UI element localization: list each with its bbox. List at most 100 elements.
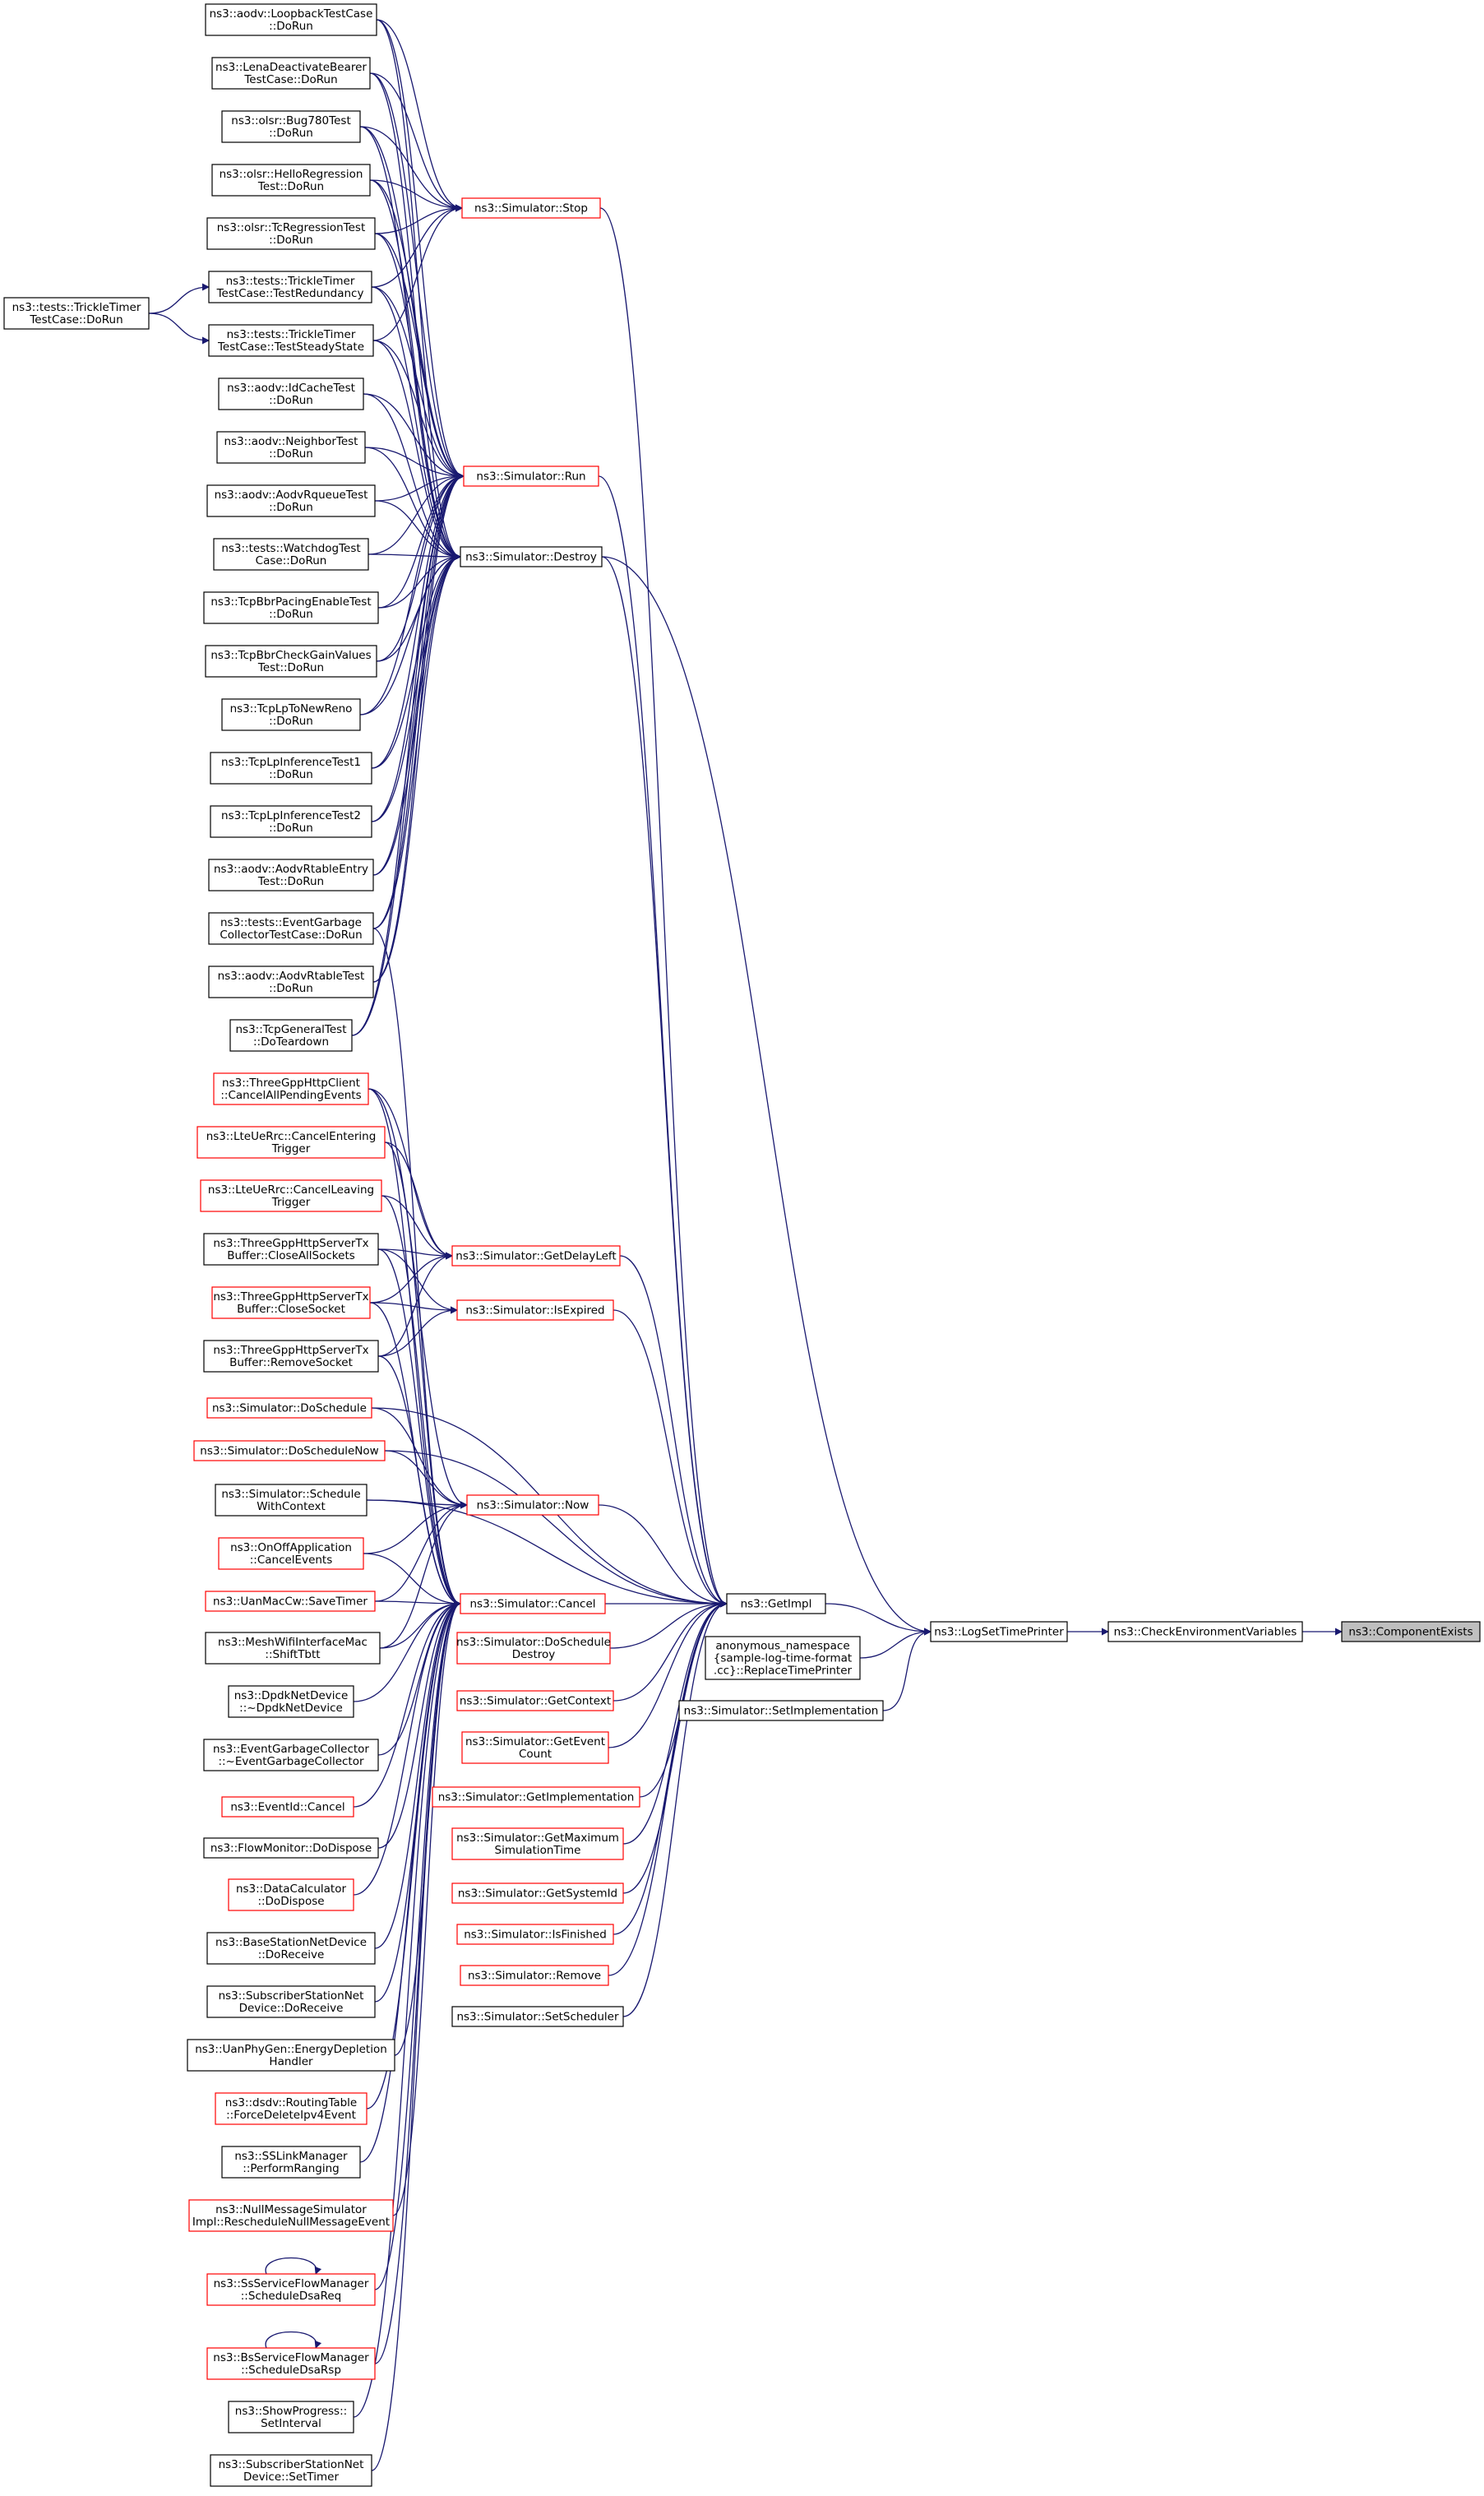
node-s_getcontext[interactable]: ns3::Simulator::GetContext	[456, 1690, 614, 1711]
node-label-line: ns3::NullMessageSimulator	[215, 2203, 367, 2216]
node-n20[interactable]: ns3::TcpGeneralTest::DoTeardown	[229, 1019, 353, 1052]
node-setimpl[interactable]: ns3::Simulator::SetImplementation	[678, 1700, 884, 1721]
edge-s_getdelayleft-to-getimpl	[619, 1255, 728, 1608]
node-s_isexpired[interactable]: ns3::Simulator::IsExpired	[456, 1299, 614, 1321]
node-label-line: Buffer::RemoveSocket	[229, 1356, 353, 1369]
edge-n20-to-s_destroy	[351, 553, 461, 1036]
node-n45[interactable]: ns3::BsServiceFlowManager::ScheduleDsaRs…	[206, 2347, 376, 2380]
edge-s_isexpired-to-getimpl	[613, 1309, 728, 1608]
node-label-line: ::DoTeardown	[253, 1035, 329, 1049]
edge-n31-to-s_now	[374, 1501, 468, 1602]
node-n1[interactable]: ns3::aodv::LoopbackTestCase::DoRun	[205, 3, 377, 36]
node-n30[interactable]: ns3::OnOffApplication::CancelEvents	[218, 1537, 364, 1570]
node-box	[211, 1286, 371, 1319]
node-n15[interactable]: ns3::TcpLpInferenceTest1::DoRun	[210, 752, 372, 785]
node-n7[interactable]: ns3::tests::TrickleTimerTestCase::TestSt…	[208, 324, 374, 357]
node-n38[interactable]: ns3::BaseStationNetDevice::DoReceive	[206, 1932, 376, 1965]
edge-n44-to-s_cancel	[374, 1600, 461, 2290]
node-s_setscheduler[interactable]: ns3::Simulator::SetScheduler	[451, 2006, 624, 2027]
node-n8[interactable]: ns3::aodv::IdCacheTest::DoRun	[218, 377, 364, 410]
node-label-line: ns3::aodv::AodvRqueueTest	[215, 489, 368, 502]
node-box	[208, 912, 374, 945]
node-n34[interactable]: ns3::EventGarbageCollector::~EventGarbag…	[203, 1739, 379, 1771]
node-checkenv[interactable]: ns3::CheckEnvironmentVariables	[1107, 1621, 1303, 1642]
edge-n28-to-getimpl	[384, 1450, 728, 1608]
node-s_getsystemid[interactable]: ns3::Simulator::GetSystemId	[451, 1882, 624, 1904]
node-label-line: ::ScheduleDsaReq	[241, 2290, 341, 2303]
edge-getimpl-to-logtime	[825, 1603, 932, 1636]
edge-s_stop-to-getimpl	[599, 207, 728, 1608]
node-s_cancel[interactable]: ns3::Simulator::Cancel	[460, 1593, 606, 1614]
node-label-line: ns3::TcpLpInferenceTest1	[221, 756, 361, 769]
node-n43[interactable]: ns3::NullMessageSimulatorImpl::Reschedul…	[188, 2199, 394, 2232]
node-n31[interactable]: ns3::UanMacCw::SaveTimer	[205, 1591, 376, 1612]
node-n47[interactable]: ns3::SubscriberStationNetDevice::SetTime…	[210, 2454, 372, 2487]
edge-s_now-to-getimpl	[598, 1504, 728, 1608]
node-logtime[interactable]: ns3::LogSetTimePrinter	[930, 1621, 1068, 1642]
node-n16[interactable]: ns3::TcpLpInferenceTest2::DoRun	[210, 805, 372, 838]
node-label-line: ns3::LteUeRrc::CancelLeaving	[208, 1183, 374, 1197]
node-replacetime[interactable]: anonymous_namespace{sample-log-time-form…	[705, 1636, 861, 1680]
node-s_run[interactable]: ns3::Simulator::Run	[463, 465, 599, 487]
node-n37[interactable]: ns3::DataCalculator::DoDispose	[228, 1878, 354, 1911]
node-n6[interactable]: ns3::tests::TrickleTimerTestCase::TestRe…	[208, 271, 372, 303]
node-box	[208, 966, 374, 998]
node-n9[interactable]: ns3::aodv::NeighborTest::DoRun	[216, 431, 366, 464]
node-label-line: ns3::tests::WatchdogTest	[221, 542, 360, 555]
node-n10[interactable]: ns3::aodv::AodvRqueueTest::DoRun	[206, 484, 376, 517]
node-box	[215, 1484, 368, 1517]
node-s_getimplementation[interactable]: ns3::Simulator::GetImplementation	[432, 1786, 640, 1808]
node-n41[interactable]: ns3::dsdv::RoutingTable::ForceDeleteIpv4…	[215, 2092, 368, 2125]
node-label-line: ns3::BaseStationNetDevice	[215, 1936, 367, 1949]
node-n19[interactable]: ns3::aodv::AodvRtableTest::DoRun	[208, 966, 374, 998]
node-n32[interactable]: ns3::MeshWifiInterfaceMac::ShiftTbtt	[205, 1632, 381, 1665]
node-label-line: ns3::SSLinkManager	[234, 2150, 348, 2163]
node-n27[interactable]: ns3::Simulator::DoSchedule	[206, 1397, 372, 1419]
node-getimpl[interactable]: ns3::GetImpl	[726, 1593, 826, 1614]
node-s_getdelayleft[interactable]: ns3::Simulator::GetDelayLeft	[451, 1245, 621, 1267]
edge-s_doschedule_destroy-to-getimpl	[609, 1600, 728, 1649]
node-n5[interactable]: ns3::olsr::TcRegressionTest::DoRun	[206, 217, 376, 250]
node-n35[interactable]: ns3::EventId::Cancel	[221, 1796, 354, 1818]
node-box	[203, 1233, 379, 1266]
node-s_destroy[interactable]: ns3::Simulator::Destroy	[460, 546, 603, 567]
node-label-line: anonymous_namespace	[715, 1640, 849, 1653]
node-n18[interactable]: ns3::tests::EventGarbageCollectorTestCas…	[208, 912, 374, 945]
node-n3[interactable]: ns3::olsr::Bug780Test::DoRun	[221, 110, 361, 143]
node-compexists[interactable]: ns3::ComponentExists	[1341, 1621, 1481, 1642]
node-label-line: ns3::olsr::TcRegressionTest	[217, 221, 366, 234]
node-n33[interactable]: ns3::DpdkNetDevice::~DpdkNetDevice	[228, 1685, 354, 1718]
node-s_isfinished[interactable]: ns3::Simulator::IsFinished	[456, 1924, 614, 1945]
node-n25[interactable]: ns3::ThreeGppHttpServerTxBuffer::CloseSo…	[211, 1286, 371, 1319]
node-n14[interactable]: ns3::TcpLpToNewReno::DoRun	[221, 698, 361, 731]
node-n12[interactable]: ns3::TcpBbrPacingEnableTest::DoRun	[203, 591, 379, 624]
node-n28[interactable]: ns3::Simulator::DoScheduleNow	[193, 1440, 386, 1461]
edge-s_run-to-getimpl	[598, 475, 728, 1608]
node-s_remove[interactable]: ns3::Simulator::Remove	[460, 1965, 609, 1986]
node-label-line: ns3::Simulator::IsExpired	[465, 1304, 604, 1317]
node-s_stop[interactable]: ns3::Simulator::Stop	[461, 197, 601, 219]
node-n46[interactable]: ns3::ShowProgress::SetInterval	[228, 2401, 354, 2433]
node-n42[interactable]: ns3::SSLinkManager::PerformRanging	[221, 2146, 361, 2179]
node-s_now[interactable]: ns3::Simulator::Now	[466, 1494, 599, 1516]
node-n44[interactable]: ns3::SsServiceFlowManager::ScheduleDsaRe…	[206, 2273, 376, 2306]
node-n39[interactable]: ns3::SubscriberStationNetDevice::DoRecei…	[206, 1985, 376, 2018]
node-n26[interactable]: ns3::ThreeGppHttpServerTxBuffer::RemoveS…	[203, 1340, 379, 1373]
node-box	[451, 1245, 621, 1267]
node-n21[interactable]: ns3::ThreeGppHttpClient::CancelAllPendin…	[213, 1072, 369, 1105]
node-n24[interactable]: ns3::ThreeGppHttpServerTxBuffer::CloseAl…	[203, 1233, 379, 1266]
node-n36[interactable]: ns3::FlowMonitor::DoDispose	[203, 1837, 379, 1859]
